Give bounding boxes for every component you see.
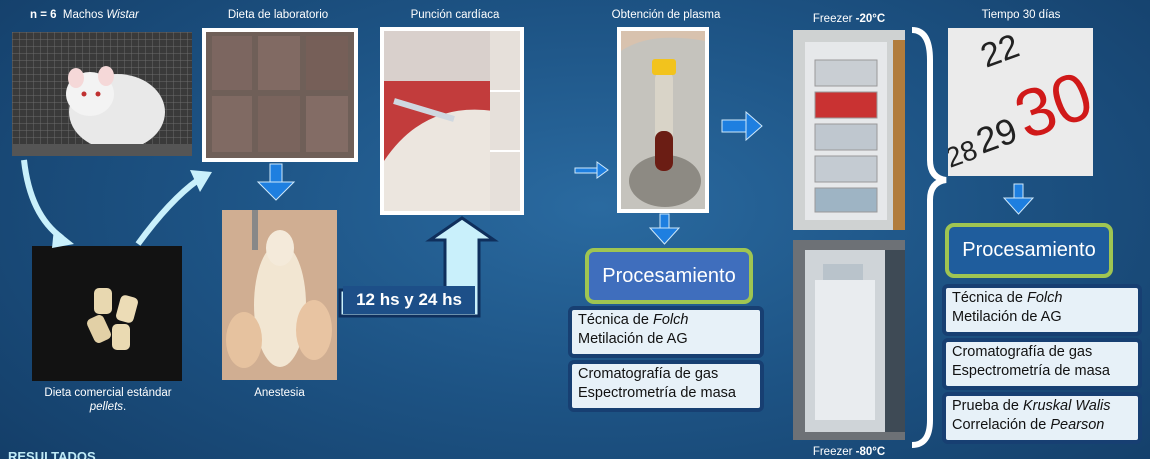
label-resultados: RESULTADOS — [8, 449, 96, 459]
pellets-photo — [32, 246, 182, 381]
arrow-pellets-to-diet — [135, 177, 200, 246]
arrow-plasma-to-proc-head — [648, 227, 681, 245]
procesamiento-2-box-2: Cromatografía de gas Espectrometría de m… — [942, 338, 1142, 390]
procesamiento-2-box-1: Técnica de Folch Metilación de AG — [942, 284, 1142, 336]
arrow-plasma-to-freezer — [721, 119, 747, 133]
label-obtencion-plasma: Obtención de plasma — [611, 9, 721, 21]
arrow-puncture-to-plasma — [574, 167, 598, 174]
cardiac-puncture-photo — [380, 27, 524, 215]
arrow-calendar-to-proc-head — [1002, 197, 1035, 215]
procesamiento-1-box-1: Técnica de Folch Metilación de AG — [568, 306, 764, 358]
label-freezer-20: Freezer -20°C — [812, 13, 886, 25]
label-dieta-laboratorio: Dieta de laboratorio — [227, 9, 329, 21]
label-rats: n = 6 Machos Wistar — [30, 9, 139, 21]
arrow-puncture-to-plasma-head — [596, 161, 609, 179]
anesthesia-photo — [222, 210, 337, 380]
label-dieta-comercial: Dieta comercial estándar pellets. — [44, 387, 172, 413]
arrow-cage-to-pellets-head — [52, 228, 74, 248]
arrow-plasma-to-proc — [659, 213, 670, 229]
calendar-photo: 22 29 30 28 — [948, 28, 1093, 176]
arrow-diet-to-anesthesia-head — [256, 181, 296, 201]
label-anestesia: Anestesia — [254, 387, 305, 399]
freezer-20-photo — [793, 30, 905, 230]
label-tiempo: Tiempo 30 días — [981, 9, 1061, 21]
arrow-pellets-to-diet-head — [190, 170, 212, 192]
lab-diet-photo — [202, 28, 358, 162]
arrow-calendar-to-proc — [1013, 183, 1024, 199]
plasma-tube-photo — [617, 27, 709, 213]
freezer-brace — [911, 27, 947, 448]
procesamiento-1-title: Procesamiento — [585, 248, 753, 304]
procesamiento-2-title: Procesamiento — [945, 223, 1113, 278]
time-label: 12 hs y 24 hs — [343, 286, 475, 314]
arrow-cage-to-pellets — [21, 159, 64, 241]
procesamiento-2-box-3: Prueba de Kruskal Walis Correlación de P… — [942, 392, 1142, 444]
arrow-plasma-to-freezer-head — [745, 110, 763, 142]
label-freezer-80: Freezer -80°C — [812, 446, 886, 458]
label-puncion-cardiaca: Punción cardíaca — [410, 9, 500, 21]
freezer-80-photo — [793, 240, 905, 440]
rat-cage-photo — [12, 32, 192, 156]
procesamiento-1-box-2: Cromatografía de gas Espectrometría de m… — [568, 360, 764, 412]
arrow-diet-to-anesthesia — [269, 163, 283, 183]
